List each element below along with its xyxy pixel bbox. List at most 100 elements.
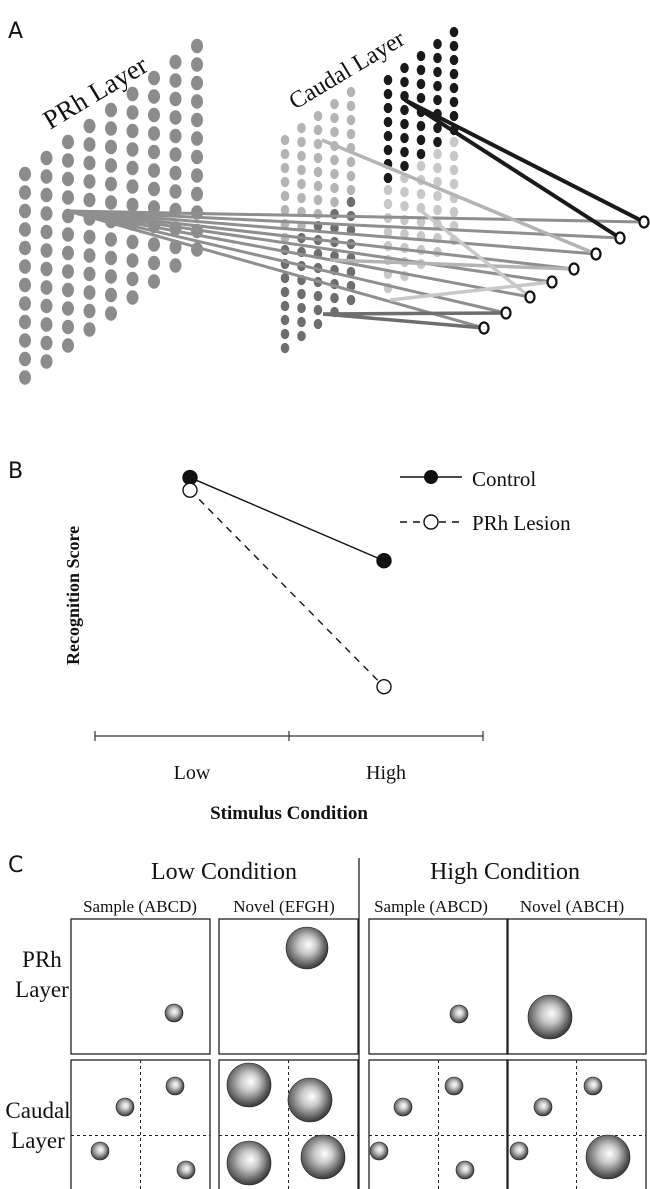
prh-node (148, 237, 160, 252)
activation-blob (455, 1160, 475, 1180)
caudal-node (346, 100, 356, 112)
activation-blob (115, 1097, 135, 1117)
prh-node (83, 229, 96, 245)
caudal-node (400, 118, 409, 130)
caudal-node (416, 78, 426, 90)
caudal-node (433, 136, 442, 148)
panel-a: A PRh Layer Caudal Layer (8, 19, 650, 385)
x-tick-label-high: High (366, 762, 406, 784)
prh-node (19, 240, 31, 256)
prh-node (105, 176, 117, 192)
prh-node (169, 258, 182, 273)
activation-blob (165, 1076, 185, 1096)
prh-node (169, 147, 182, 162)
prh-node (169, 73, 182, 88)
prh-node (105, 250, 117, 266)
caudal-node (433, 122, 442, 134)
caudal-node (297, 136, 306, 148)
caudal-node (330, 112, 339, 124)
prh-node (169, 128, 182, 144)
output-unit (614, 231, 626, 245)
caudal-node (433, 162, 442, 174)
caudal-node (400, 200, 409, 212)
prh-node (126, 86, 139, 102)
caudal-node (330, 126, 339, 138)
caudal-layer-dots (280, 26, 459, 354)
activation-blob (527, 994, 573, 1040)
caudal-node (313, 138, 323, 150)
output-unit (546, 275, 558, 289)
caudal-node (416, 50, 426, 62)
prh-node (19, 203, 31, 219)
high-condition-header: High Condition (430, 859, 580, 885)
caudal-node (449, 82, 459, 94)
caudal-node (330, 182, 339, 194)
output-units (478, 215, 650, 335)
prh-node (126, 290, 139, 305)
prh-node (126, 234, 139, 250)
panel-a-letter: A (8, 19, 23, 44)
caudal-node (433, 176, 442, 188)
data-point (376, 553, 392, 569)
caudal-node (416, 216, 426, 228)
prh-node (83, 303, 96, 319)
caudal-node (400, 186, 409, 198)
caudal-node (383, 74, 393, 86)
caudal-node (346, 266, 356, 278)
output-unit (568, 262, 580, 276)
high-sample-label: Sample (ABCD) (374, 897, 488, 916)
caudal-connection (322, 311, 507, 316)
prh-node (148, 107, 160, 123)
prh-node (19, 222, 31, 237)
caudal-node (280, 314, 290, 326)
caudal-node (449, 26, 459, 38)
caudal-node (449, 164, 459, 176)
prh-node (40, 169, 53, 184)
prh-node (19, 351, 31, 367)
caudal-connection (322, 312, 485, 330)
output-unit (638, 215, 650, 229)
caudal-row-label-2: Layer (11, 1128, 65, 1153)
prh-node (62, 264, 74, 279)
prh-node (19, 277, 31, 293)
caudal-connection (418, 208, 532, 299)
output-unit (478, 321, 490, 335)
caudal-node (433, 148, 442, 160)
caudal-connection (403, 98, 622, 240)
caudal-node (297, 150, 306, 162)
caudal-node (280, 204, 290, 216)
caudal-node (297, 192, 306, 204)
activation-blob (509, 1141, 529, 1161)
activation-blob (449, 1004, 469, 1024)
caudal-row-label-1: Caudal (5, 1098, 70, 1123)
panel-c: C Low Condition High Condition Sample (A… (5, 853, 647, 1189)
prh-node (191, 112, 203, 128)
prh-node (19, 333, 31, 348)
panel-c-letter: C (8, 853, 23, 878)
caudal-node (346, 294, 356, 306)
prh-row-label-1: PRh (22, 947, 62, 972)
prh-node (62, 227, 74, 242)
prh-node (40, 150, 53, 166)
caudal-node (313, 194, 323, 206)
activation-blob (164, 1003, 184, 1023)
panel-b-letter: B (8, 459, 23, 484)
prh-node (83, 137, 96, 152)
prh-node (40, 206, 53, 221)
caudal-node (433, 66, 442, 78)
prh-node (83, 192, 96, 208)
activation-blob (285, 926, 329, 970)
caudal-node (383, 226, 393, 238)
caudal-node (313, 180, 323, 192)
caudal-node (449, 150, 459, 162)
caudal-node (297, 302, 306, 314)
prh-node (191, 75, 203, 91)
prh-node (19, 259, 31, 274)
caudal-node (280, 134, 290, 146)
prh-box (70, 918, 211, 1055)
prh-node (126, 197, 139, 213)
prh-node (126, 123, 139, 139)
caudal-node (313, 290, 323, 302)
prh-node (148, 255, 160, 271)
prh-node (62, 338, 74, 353)
